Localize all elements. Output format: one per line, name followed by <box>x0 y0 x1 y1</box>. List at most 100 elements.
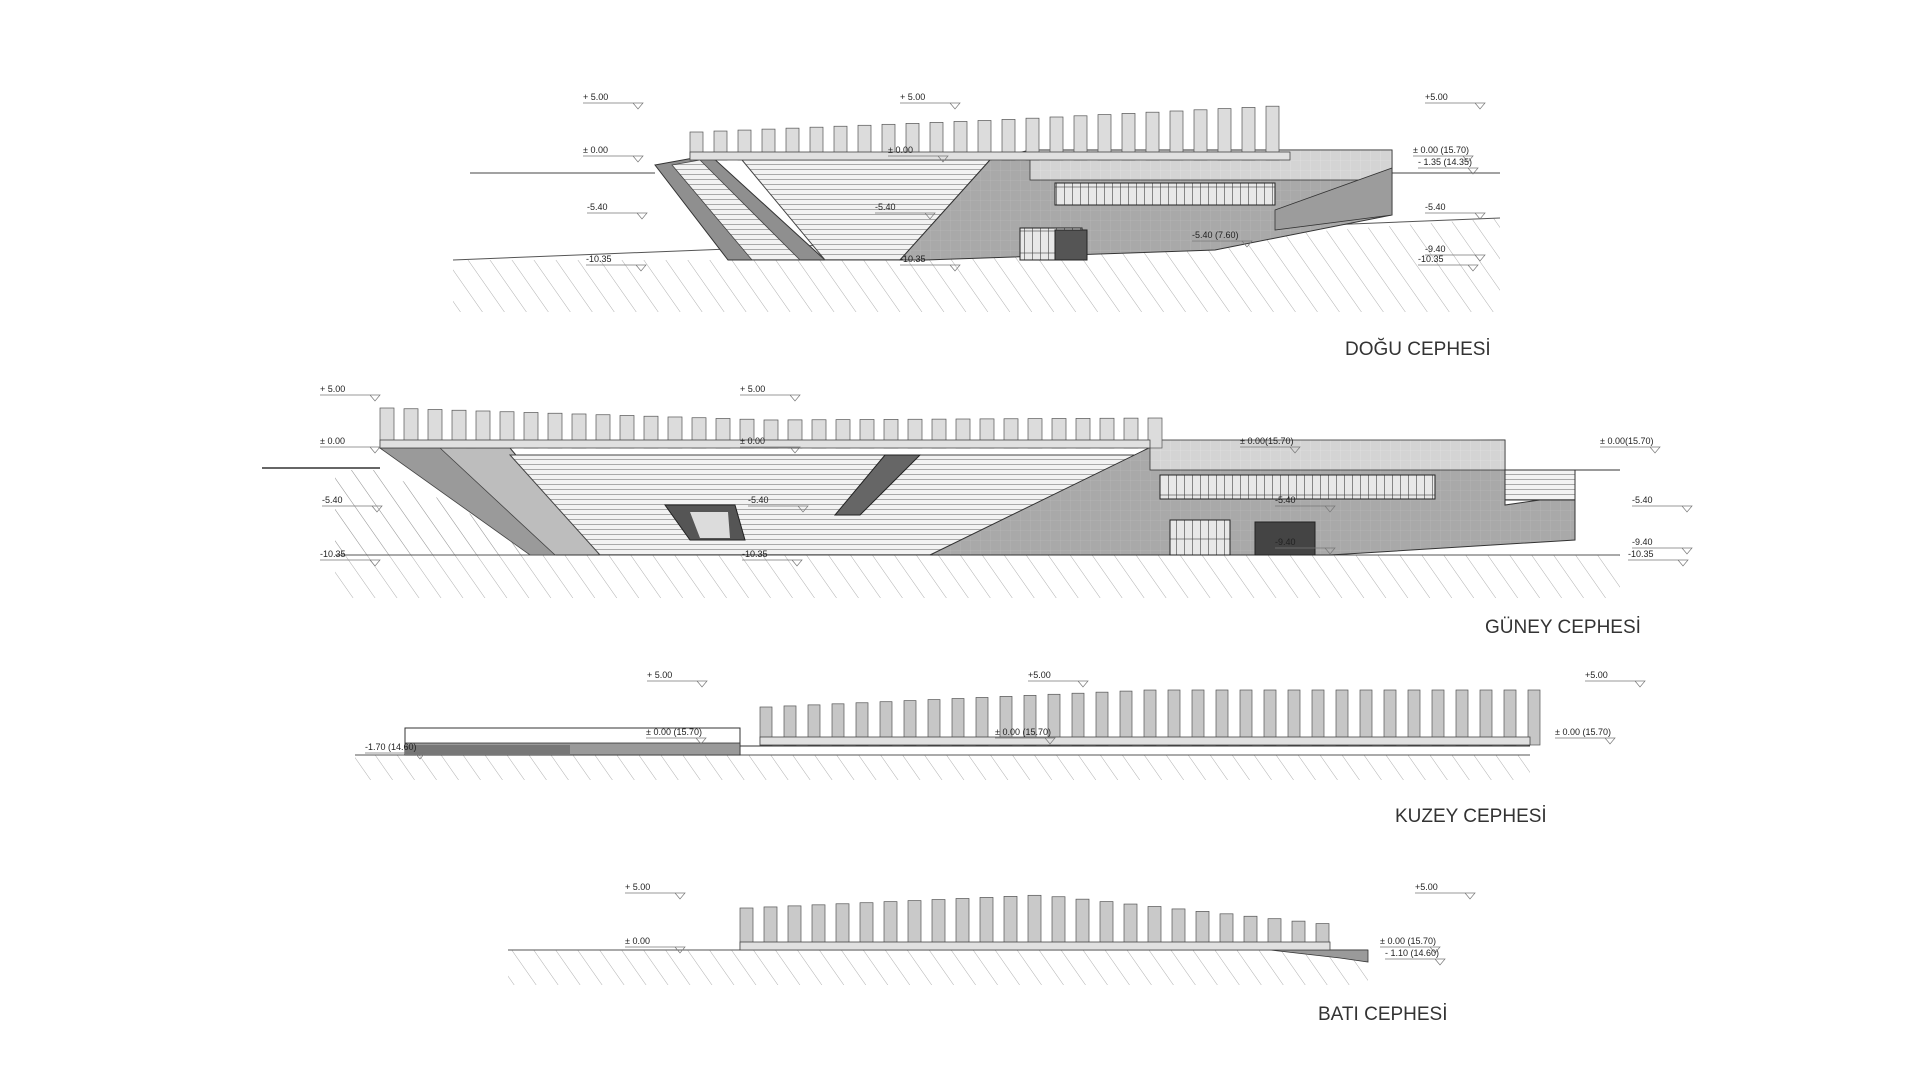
level-marker-tick <box>646 737 707 745</box>
level-label: -5.40 <box>875 202 896 212</box>
level-marker-tick <box>995 737 1056 745</box>
level-label: -5.40 <box>748 495 769 505</box>
level-label: -5.40 <box>1632 495 1653 505</box>
elevation-bati: + 5.00 +5.00 ± 0.00 ± 0.00 (15.70) - 1.1… <box>508 882 1476 1025</box>
level-marker-tick <box>583 155 644 163</box>
canopy-fins <box>379 407 1163 449</box>
level-marker-tick <box>586 264 647 272</box>
level-label: -5.40 <box>587 202 608 212</box>
level-markers: + 5.00 + 5.00 +5.00 ± 0.00 ± 0.00 ± 0.00… <box>583 92 1486 272</box>
level-label: + 5.00 <box>320 384 345 394</box>
level-markers: + 5.00 +5.00 ± 0.00 ± 0.00 (15.70) - 1.1… <box>625 882 1476 966</box>
level-marker-tick <box>625 892 686 900</box>
level-marker-tick <box>1380 946 1441 954</box>
level-label: + 5.00 <box>583 92 608 102</box>
canopy-fins <box>689 105 1291 161</box>
level-label: -10.35 <box>1628 549 1654 559</box>
level-marker-tick <box>1600 446 1661 454</box>
level-label: ± 0.00 <box>583 145 608 155</box>
entrance-door <box>1169 519 1231 556</box>
level-label: - 1.10 (14.60) <box>1385 948 1439 958</box>
level-label: -9.40 <box>1275 537 1296 547</box>
level-label: ± 0.00 <box>625 936 650 946</box>
level-marker-tick <box>320 559 381 567</box>
glazing-band <box>1159 474 1436 500</box>
level-marker-tick <box>1425 254 1486 262</box>
level-marker-tick <box>1628 559 1689 567</box>
level-marker-tick <box>322 505 383 513</box>
ground-hatch <box>335 470 1620 598</box>
level-marker-tick <box>742 559 803 567</box>
level-label: +5.00 <box>1415 882 1438 892</box>
canopy-beam <box>379 439 1151 449</box>
level-marker-tick <box>748 505 809 513</box>
level-marker-tick <box>1425 102 1486 110</box>
level-label: -9.40 <box>1425 244 1446 254</box>
level-label: -9.40 <box>1632 537 1653 547</box>
canopy-fins <box>759 689 1541 746</box>
level-label: +5.00 <box>1585 670 1608 680</box>
level-marker-tick <box>320 446 381 454</box>
level-marker-tick <box>1385 958 1446 966</box>
level-markers: + 5.00 +5.00 +5.00 -1.70 (14.60) ± 0.00 … <box>365 670 1646 760</box>
level-label: ± 0.00 <box>320 436 345 446</box>
elevation-title: KUZEY CEPHESİ <box>1395 806 1547 827</box>
service-door <box>1254 521 1316 556</box>
level-label: -10.35 <box>742 549 768 559</box>
level-marker-tick <box>900 264 961 272</box>
level-marker-tick <box>1585 680 1646 688</box>
elevation-guney: + 5.00 + 5.00 ± 0.00 ± 0.00 ± 0.00(15.70… <box>262 384 1693 638</box>
ground-hatch <box>508 950 1368 985</box>
level-marker-tick <box>888 155 949 163</box>
canopy-fin <box>1147 417 1163 449</box>
level-marker-tick <box>1415 892 1476 900</box>
elevation-dogu: + 5.00 + 5.00 +5.00 ± 0.00 ± 0.00 ± 0.00… <box>452 92 1501 360</box>
level-marker-tick <box>587 212 648 220</box>
level-label: ± 0.00 (15.70) <box>1555 727 1611 737</box>
level-label: ± 0.00 (15.70) <box>1413 145 1469 155</box>
level-marker-tick <box>1028 680 1089 688</box>
elevation-title: GÜNEY CEPHESİ <box>1485 617 1641 638</box>
level-marker-tick <box>1275 547 1336 555</box>
level-label: ± 0.00 (15.70) <box>995 727 1051 737</box>
level-label: ± 0.00 <box>888 145 913 155</box>
level-markers: + 5.00 + 5.00 ± 0.00 ± 0.00 ± 0.00(15.70… <box>320 384 1693 567</box>
canopy-beam <box>759 736 1531 746</box>
level-label: -5.40 <box>322 495 343 505</box>
level-marker-tick <box>365 752 426 760</box>
level-label: + 5.00 <box>647 670 672 680</box>
level-label: +5.00 <box>1425 92 1448 102</box>
elevation-kuzey: + 5.00 +5.00 +5.00 -1.70 (14.60) ± 0.00 … <box>355 670 1646 827</box>
level-marker-tick <box>1425 212 1486 220</box>
canopy-fin <box>1527 689 1541 746</box>
level-label: + 5.00 <box>740 384 765 394</box>
level-label: -5.40 <box>1425 202 1446 212</box>
level-label: -10.35 <box>586 254 612 264</box>
level-label: ± 0.00 (15.70) <box>646 727 702 737</box>
level-label: -10.35 <box>1418 254 1444 264</box>
level-label: - 1.35 (14.35) <box>1418 157 1472 167</box>
level-marker-tick <box>1632 547 1693 555</box>
level-marker-tick <box>900 102 961 110</box>
level-marker-tick <box>1418 264 1479 272</box>
level-label: + 5.00 <box>900 92 925 102</box>
level-label: -10.35 <box>900 254 926 264</box>
level-marker-tick <box>740 446 801 454</box>
level-label: + 5.00 <box>625 882 650 892</box>
elevation-title: BATI CEPHESİ <box>1318 1004 1448 1025</box>
level-label: -1.70 (14.60) <box>365 742 417 752</box>
canopy-beam <box>739 941 1331 951</box>
level-marker-tick <box>1192 240 1253 248</box>
level-marker-tick <box>875 212 936 220</box>
level-label: ± 0.00 <box>740 436 765 446</box>
level-marker-tick <box>1240 446 1301 454</box>
level-label: ± 0.00 (15.70) <box>1380 936 1436 946</box>
level-marker-tick <box>1555 737 1616 745</box>
canopy-fins <box>739 894 1331 951</box>
level-marker-tick <box>1275 505 1336 513</box>
level-marker-tick <box>740 394 801 402</box>
level-label: +5.00 <box>1028 670 1051 680</box>
level-label: ± 0.00(15.70) <box>1600 436 1653 446</box>
ground-hatch <box>355 755 1530 780</box>
